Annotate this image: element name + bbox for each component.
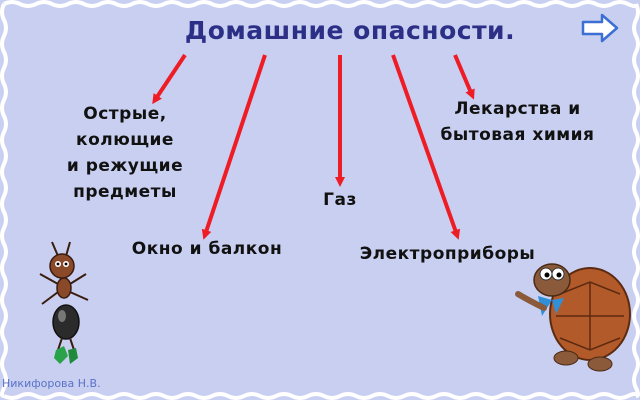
label-electric: Электроприборы: [359, 244, 536, 264]
arrow-to-medicine: [453, 54, 475, 100]
right-arrow-icon: [581, 13, 619, 43]
label-medicine: Лекарства и бытовая химия: [440, 99, 595, 145]
ant-illustration: [39, 241, 89, 364]
arrow-to-electric: [391, 54, 461, 240]
next-slide-button[interactable]: [580, 12, 620, 44]
turtle-illustration: [515, 263, 631, 372]
slide-title: Домашние опасности.: [184, 16, 516, 45]
label-sharp-objects: Острые, колющие и режущие предметы: [66, 104, 184, 202]
arrow-to-sharp: [152, 53, 187, 105]
label-gas: Газ: [323, 190, 357, 210]
author-credit: Никифорова Н.В.: [2, 377, 101, 390]
label-window-balcony: Окно и балкон: [131, 239, 283, 259]
arrow-to-window: [201, 54, 267, 240]
